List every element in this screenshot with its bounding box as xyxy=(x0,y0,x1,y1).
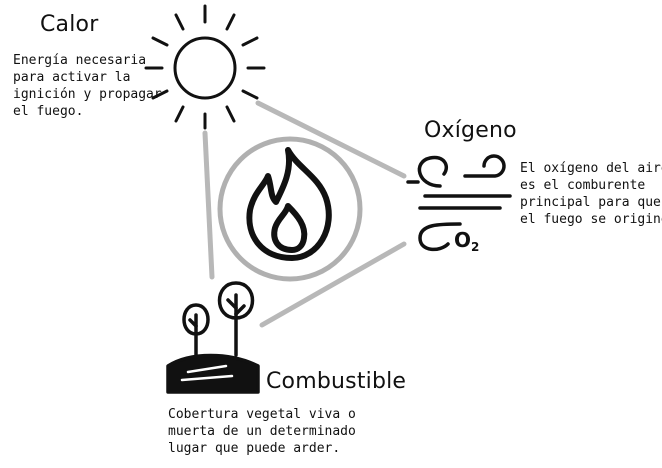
calor-title: Calor xyxy=(40,12,99,37)
edge-calor-oxigeno xyxy=(255,100,407,179)
calor-desc-line: para activar la xyxy=(13,70,131,85)
combustible-description: Cobertura vegetal viva o muerta de un de… xyxy=(168,406,356,457)
edge-combustible-oxigeno xyxy=(259,241,407,328)
edge-calor-combustible xyxy=(202,130,215,280)
calor-desc-line: Energía necesaria xyxy=(13,53,147,68)
oxigeno-desc-line: el fuego se origine. xyxy=(520,212,662,227)
center-circle xyxy=(217,136,363,282)
combustible-desc-line: muerta de un determinado xyxy=(168,424,356,439)
o2-subscript: 2 xyxy=(471,240,480,254)
sun-icon xyxy=(144,4,266,130)
oxigeno-description: El oxígeno del aire es el comburente pri… xyxy=(520,160,662,228)
wind-icon xyxy=(406,154,512,252)
fire-icon xyxy=(246,147,332,261)
o2-symbol: O2 xyxy=(454,228,479,254)
calor-desc-line: ignición y propagar xyxy=(13,87,162,102)
oxigeno-desc-line: El oxígeno del aire xyxy=(520,161,662,176)
oxigeno-desc-line: es el comburente xyxy=(520,178,646,193)
combustible-desc-line: lugar que puede arder. xyxy=(168,441,341,456)
combustible-desc-line: Cobertura vegetal viva o xyxy=(168,407,356,422)
calor-desc-line: el fuego. xyxy=(13,104,84,119)
o2-letter: O xyxy=(454,228,472,252)
combustible-title: Combustible xyxy=(266,369,407,394)
oxigeno-title: Oxígeno xyxy=(424,118,517,143)
triangle-edges xyxy=(202,100,407,328)
calor-description: Energía necesaria para activar la ignici… xyxy=(13,52,162,120)
trees-icon xyxy=(166,281,260,394)
oxigeno-desc-line: principal para que xyxy=(520,195,661,210)
